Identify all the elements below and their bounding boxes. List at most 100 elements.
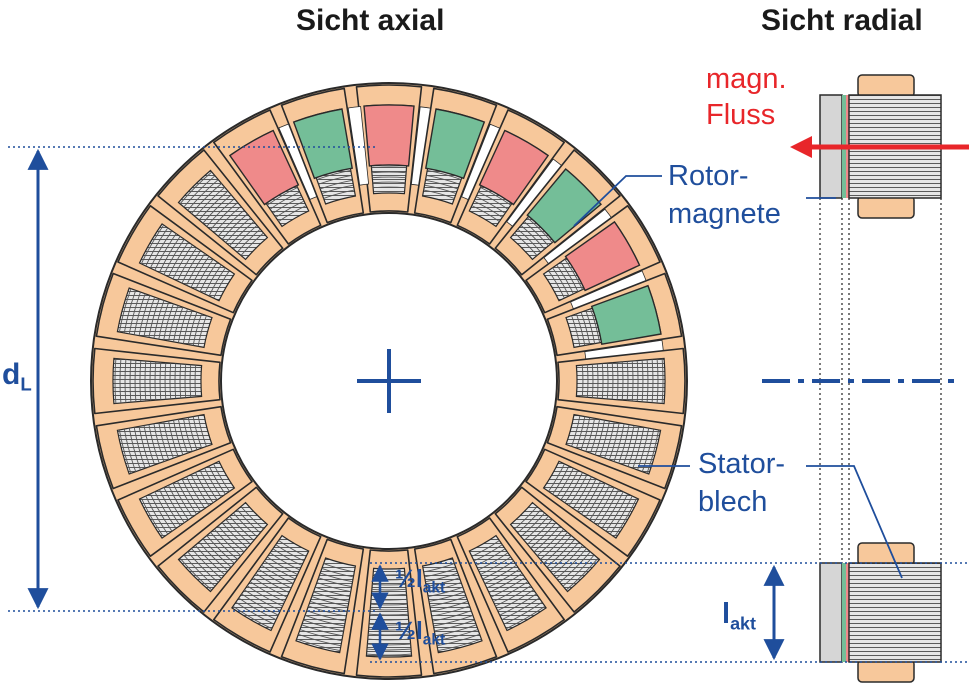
lamination-sheet [473, 544, 503, 562]
lamination-sheet [140, 497, 165, 538]
stator-segment [525, 448, 661, 557]
lamination-sheet [646, 359, 649, 403]
lamination-sheet [321, 567, 354, 578]
lamination-sheet [369, 613, 409, 616]
lamination-sheet [154, 361, 157, 401]
lamination-sheet [437, 633, 480, 647]
lamination-sheet [497, 589, 534, 612]
lamination-sheet [434, 619, 475, 632]
lamination-sheet [427, 169, 462, 180]
stator-segment [92, 347, 221, 415]
lamination-sheet [517, 509, 542, 534]
lamination-sheet [163, 487, 185, 524]
lamination-sheet [177, 308, 188, 343]
rotor-magnet-south [292, 108, 354, 180]
lamination-sheet [473, 200, 503, 218]
lamination-sheet [187, 551, 219, 583]
lamination-sheet [190, 474, 210, 506]
lamination-sheet [173, 420, 184, 455]
lamination-sheet [158, 236, 181, 273]
lamination-sheet [549, 541, 580, 572]
lamination-sheet [275, 544, 305, 562]
lamination-sheet [499, 593, 537, 616]
lamination-sheet [272, 548, 302, 566]
lamination-sheet [309, 600, 348, 612]
lamination-sheet [613, 423, 625, 462]
lamination-sheet [233, 512, 258, 537]
lamination-sheet [318, 174, 352, 185]
lamination-sheet [194, 186, 225, 217]
diameter-symbol: d [2, 358, 21, 391]
lamination-sheet [589, 485, 611, 521]
lamination-sheet [552, 465, 570, 495]
lamination-sheet [622, 425, 635, 466]
lamination-sheet [149, 361, 152, 401]
lamination-sheet [210, 202, 238, 230]
magnet-layer [842, 563, 846, 662]
lamination-sheet [123, 429, 137, 472]
lamination-sheet [221, 213, 248, 240]
lamination-sheet [430, 600, 469, 612]
lamination-sheet [176, 247, 197, 282]
lamination-sheet [139, 360, 142, 402]
lamination-sheet [320, 572, 353, 583]
flux-arrow-head [790, 136, 812, 158]
half-length-subscript-upper: akt [422, 579, 446, 597]
stator-segment [280, 87, 370, 224]
lamination-sheet [213, 528, 242, 557]
lamination-sheet [514, 232, 538, 256]
winding-overhang [857, 195, 915, 219]
lamination-sheet [133, 427, 146, 469]
lamination-sheet [240, 506, 264, 530]
lamination-sheet [575, 313, 586, 346]
lamination-sheet [128, 428, 141, 471]
lamination-sheet [197, 315, 207, 347]
lamination-sheet [272, 196, 302, 214]
lamination-sheet [158, 489, 181, 526]
lamination-sheet [373, 186, 405, 189]
lamination-sheet [597, 489, 620, 526]
lamination-sheet [646, 429, 660, 474]
lamination-sheet [187, 179, 219, 211]
lamination-sheet [195, 258, 214, 290]
lamination-sheet [154, 233, 177, 271]
lamination-sheet [616, 362, 619, 400]
lamination-sheet [626, 361, 629, 401]
rotor-magnet-leader [573, 175, 662, 227]
lamination-sheet [154, 491, 177, 529]
active-length-subscript: akt [730, 613, 757, 634]
lamination-sheet [269, 191, 300, 210]
lamination-sheet [181, 478, 202, 512]
lamination-sheet [533, 525, 561, 553]
lamination-sheet [637, 428, 650, 471]
lamination-sheet [618, 424, 630, 464]
lamination-sheet [118, 429, 132, 474]
lamination-sheet [252, 577, 288, 598]
lamination-sheet [264, 560, 296, 580]
lamination-sheet [255, 573, 290, 594]
lamination-sheet [371, 166, 407, 169]
lamination-sheet [471, 540, 500, 557]
lamination-sheet [601, 363, 604, 399]
lamination-sheet [186, 253, 206, 286]
lamination-sheet [426, 174, 460, 185]
lamination-sheet [432, 610, 472, 622]
lamination-sheet [138, 295, 151, 336]
lamination-sheet [548, 270, 565, 299]
lamination-sheet [530, 522, 557, 549]
lamination-sheet [148, 298, 160, 338]
lamination-sheet [173, 307, 184, 342]
lamination-sheet [591, 364, 594, 398]
lamination-sheet [431, 605, 470, 617]
lamination-sheet [190, 256, 210, 288]
lamination-sheet [210, 532, 238, 560]
lamination-sheet [269, 552, 300, 571]
stator-segment [557, 347, 686, 415]
stator-segment [157, 149, 284, 276]
lamination-sheet [562, 554, 595, 587]
lamination-sheet [172, 244, 193, 280]
lamination-sheet [197, 415, 207, 447]
lamination-stack [177, 501, 269, 593]
lamination-sheet [514, 506, 538, 530]
lamination-sheet [229, 221, 255, 247]
